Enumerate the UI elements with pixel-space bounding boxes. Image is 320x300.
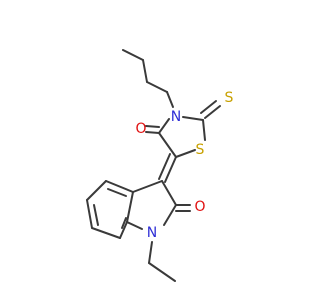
bond-butyl-1	[122, 49, 144, 61]
atom-o-indolinone: O	[194, 199, 205, 215]
bond-ethyl-1	[148, 241, 153, 264]
bond-c2-s1	[202, 119, 206, 141]
bond-benzene-4	[91, 227, 121, 239]
bond-c3a-c3	[132, 180, 163, 193]
bond-exocyclic-double-a	[164, 156, 177, 183]
bond-benzene-1	[105, 180, 134, 193]
bond-benzene-inner-1	[107, 188, 127, 197]
molecule-structure: N S S O O N	[86, 49, 234, 282]
bond-butyl-2	[142, 59, 148, 83]
bond-exocyclic-double-b	[158, 153, 171, 180]
bond-benzene-3	[86, 199, 93, 229]
structure-drawing: N S S O O N	[86, 49, 234, 282]
bond-benzene-inner-2	[93, 204, 99, 226]
bond-c4-o-double-a	[145, 131, 160, 134]
bond-butyl-4	[166, 91, 174, 108]
bond-s1-c5	[175, 149, 196, 158]
bond-c7a-c3a	[126, 191, 134, 223]
atom-n-indoline: N	[147, 225, 157, 241]
bond-n-c2	[182, 116, 204, 121]
bond-c4-n	[158, 118, 170, 134]
bond-ethyl-2	[148, 262, 176, 282]
bond-benzene-5	[119, 221, 128, 239]
atom-o-thiazolidinone: O	[135, 121, 146, 137]
bond-butyl-3	[146, 81, 168, 93]
bond-n1-c7a	[126, 221, 143, 230]
bond-c2prime-n1	[163, 204, 177, 226]
bond-c4-o-double-b	[145, 125, 160, 128]
bond-benzene-inner-3	[121, 217, 127, 229]
atom-s-thione: S	[225, 90, 234, 106]
bond-c5-c4	[158, 132, 177, 158]
bond-c2-s-double-a	[204, 105, 221, 119]
atom-s-ring: S	[196, 142, 205, 158]
bond-benzene-2	[86, 180, 107, 201]
bond-c3-c2prime	[161, 180, 177, 206]
atom-n-thiazolidine: N	[171, 109, 181, 125]
bond-c2-s-double-b	[200, 100, 217, 114]
